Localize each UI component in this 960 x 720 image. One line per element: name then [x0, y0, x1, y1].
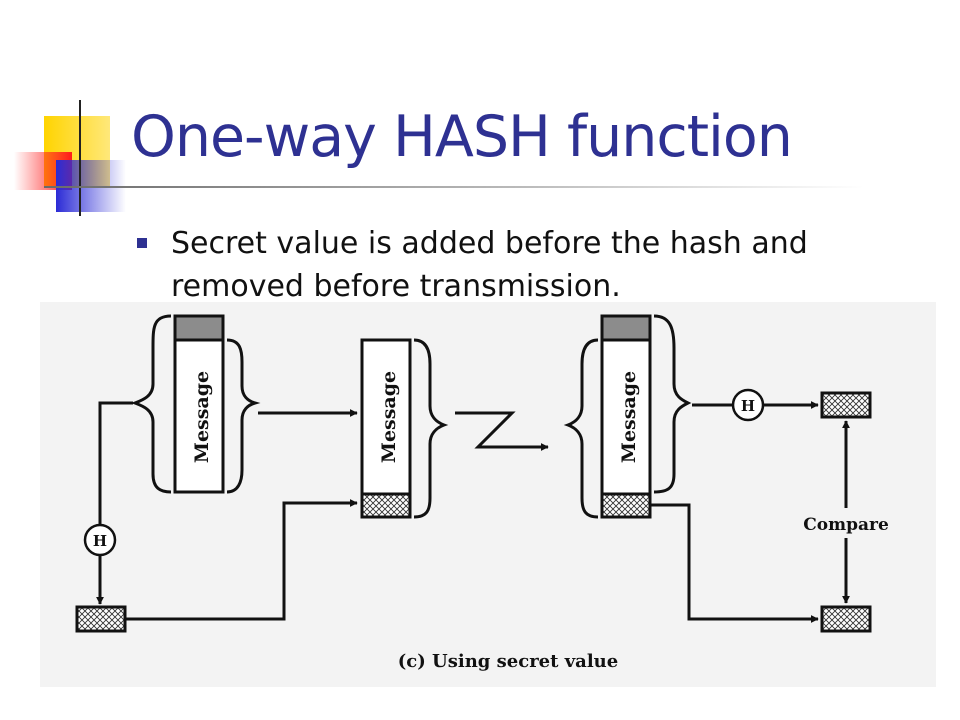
hash-block-top-right: [820, 391, 872, 419]
message-label-2: Message: [378, 371, 400, 463]
bullet-text: Secret value is added before the hash an…: [171, 226, 808, 304]
secret-block-1: [173, 314, 225, 342]
arrow-hash3-to-hash-bottom: [651, 503, 819, 623]
title-rule: [44, 186, 864, 188]
brace-right-1: [226, 338, 261, 494]
hash-block-2: [360, 492, 412, 519]
message-label-1: Message: [191, 371, 213, 463]
line-brace1-to-h: [98, 401, 133, 525]
hash-diagram: Message Message Message H H Compare (c) …: [40, 302, 936, 687]
transmission-zigzag: [455, 411, 549, 451]
brace-right-3: [653, 314, 692, 494]
slide-logo: [14, 100, 126, 216]
hash-block-3: [600, 492, 652, 519]
message-label-3: Message: [618, 371, 640, 463]
hash-label-right: H: [741, 397, 755, 415]
hash-label-left: H: [93, 532, 107, 550]
hash-function-circle-left: [83, 523, 117, 557]
message-block-1: [173, 338, 225, 494]
brace-right-2: [413, 338, 449, 519]
hash-function-circle-right: [731, 388, 765, 422]
secret-block-3: [600, 314, 652, 342]
brace-left-1: [130, 314, 172, 494]
hash-diagram-svg: Message Message Message H H Compare (c) …: [75, 314, 889, 672]
hash-block-bottom-right: [820, 605, 872, 633]
message-block-2: [360, 338, 412, 496]
page-title: One-way HASH function: [131, 104, 793, 170]
diagram-caption: (c) Using secret value: [398, 651, 618, 672]
bullet-marker: [137, 238, 147, 248]
compare-label: Compare: [803, 515, 889, 535]
hash-block-left: [75, 605, 127, 633]
brace-left-3: [563, 338, 599, 519]
arrow-hash-left-to-box2: [126, 499, 358, 621]
